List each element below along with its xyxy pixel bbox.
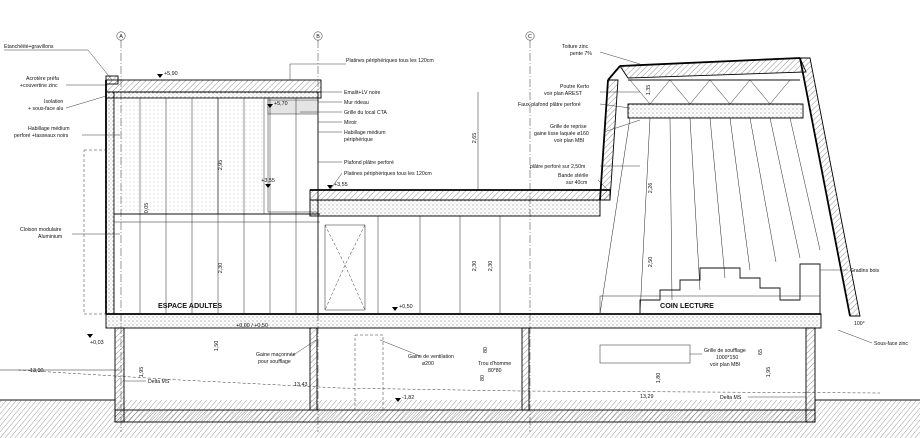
- annotation-habillage: Habillage médium: [28, 126, 70, 132]
- annotation-platines-top: Platines périphériques tous les 120cm: [346, 58, 434, 64]
- annotation-platre: plâtre perforé sur 2,50m: [530, 164, 585, 170]
- dimension-label: 1,95: [766, 367, 772, 378]
- ground: [0, 369, 920, 438]
- level-label: 13,29: [640, 394, 654, 400]
- annotation-grille-soufflage: 1000*150: [716, 355, 738, 361]
- annotation-acrotere: Acrotère préfa: [26, 76, 59, 82]
- annotation-gaine: Gaine maçonnée: [256, 352, 296, 358]
- annotation-cloison: Aluminium: [38, 234, 62, 240]
- annotation-poutre: Poutre Kerto: [560, 84, 589, 90]
- annotation-angle: 100°: [854, 321, 865, 327]
- dimension-label: 1,80: [656, 373, 662, 384]
- annotation-toiture: Toiture zinc: [562, 44, 589, 50]
- annotation-grille-soufflage: Grille de soufflage: [704, 348, 746, 354]
- annotation-habillage-center: Habillage médium: [344, 130, 386, 136]
- annotation-delta-ms-left: Delta MS: [148, 379, 170, 385]
- annotation-platines-mid: Platines périphériques tous les 120cm: [344, 171, 432, 177]
- annotation-habillage-center: périphérique: [344, 137, 373, 143]
- dimension-label: 2,30: [472, 261, 478, 272]
- dimensions: 2,95 2,30 0,05 2,65 2,30 2,30 2,26 2,50 …: [139, 85, 772, 384]
- dimension-label: 2,65: [472, 133, 478, 144]
- annotation-poutre: voir plan AREST: [544, 91, 583, 97]
- room-label-coin-lecture: COIN LECTURE: [660, 301, 714, 310]
- right-annotations: Toiture zinc pente 7% Poutre Kerto voir …: [518, 44, 908, 401]
- annotation-miroir: Miroir: [344, 120, 357, 126]
- axis-label-c: C: [528, 34, 532, 40]
- axis-marker: [116, 31, 126, 41]
- annotation-bande: sur 40cm: [566, 180, 587, 186]
- dimension-label: 2,30: [218, 263, 224, 274]
- level-label: +3,55: [261, 178, 275, 184]
- level-label: +5,90: [164, 71, 178, 77]
- annotation-emaillit: Emalit+LV noire: [344, 90, 380, 96]
- crawl-space: [114, 327, 816, 423]
- annotation-plafond: Plafond plâtre perforé: [344, 160, 394, 166]
- annotation-gradins: Gradins bois: [850, 268, 880, 274]
- annotation-isolation: + sous-face alu: [28, 106, 63, 112]
- center-annotations: Platines périphériques tous les 120cm Em…: [124, 58, 511, 385]
- annotation-mur-rideau: Mur rideau: [344, 100, 369, 106]
- dimension-label: 65: [758, 349, 764, 355]
- annotation-grille-reprise: Grille de reprise: [550, 124, 587, 130]
- annotation-trou-homme: Trou d'homme: [478, 361, 511, 367]
- dimension-label: 0,05: [144, 203, 150, 214]
- level-label: +0,00 / +0,50: [236, 323, 268, 329]
- level-label: +0,50: [399, 304, 413, 310]
- annotation-delta-ms-right: Delta MS: [720, 395, 742, 401]
- annotation-bande: Bande stérile: [558, 173, 588, 179]
- dimension-label: 1,35: [646, 85, 652, 96]
- annotation-gaine: pour soufflage: [258, 359, 291, 365]
- level-label: +0,03: [90, 340, 104, 346]
- axis-marker: [313, 31, 323, 41]
- level-label: +5,70: [274, 101, 288, 107]
- annotation-etancheite: Etanchéité+gravillons: [4, 44, 54, 50]
- annotation-faux-plafond: Faux-plafond plâtre perforé: [518, 102, 581, 108]
- level-label: 13,00: [30, 368, 44, 374]
- room-label-espace-adultes: ESPACE ADULTES: [158, 301, 222, 310]
- annotation-grille-soufflage: voir plan MBI: [710, 362, 740, 368]
- central-volume: [309, 189, 611, 314]
- level-label: 13,43: [294, 382, 308, 388]
- annotation-grille-reprise: voir plan MBI: [554, 138, 584, 144]
- axis-marker: [525, 31, 535, 41]
- dimension-label: 2,95: [218, 160, 224, 171]
- annotation-trou-homme: 80*80: [488, 368, 502, 374]
- dimension-label: 1,95: [139, 367, 145, 378]
- dimension-label: 80: [480, 375, 486, 381]
- level-markers: +5,90 +5,70 +3,55 +3,55 +0,50 +0,00 / +0…: [30, 71, 654, 402]
- annotation-toiture: pente 7%: [570, 51, 592, 57]
- annotation-acrotere: +couvertine zinc: [20, 83, 58, 89]
- dimension-label: 1,50: [214, 341, 220, 352]
- annotation-grille-cta: Grille du local CTA: [344, 110, 387, 116]
- level-label: +3,55: [334, 182, 348, 188]
- right-volume: [599, 57, 861, 317]
- annotation-cloison: Cloison modulaire: [20, 227, 62, 233]
- dimension-label: 2,26: [648, 183, 654, 194]
- annotation-ventilation: Gaine de ventilation: [408, 354, 454, 360]
- dimension-label: 2,50: [648, 257, 654, 268]
- left-annotations: Etanchéité+gravillons Acrotère préfa +co…: [4, 44, 120, 240]
- annotation-ventilation: ø200: [422, 361, 434, 367]
- annotation-habillage: perforé +tasseaux noirs: [14, 133, 69, 139]
- left-volume: [83, 75, 322, 315]
- axis-label-b: B: [316, 34, 320, 40]
- annotation-isolation: Isolation: [44, 99, 63, 105]
- dimension-label: 2,30: [488, 261, 494, 272]
- floor-slab: [105, 313, 822, 329]
- dimension-label: 80: [483, 347, 489, 353]
- annotation-grille-reprise: gaine lisse laquée ø160: [534, 131, 589, 137]
- axis-label-a: A: [119, 34, 123, 40]
- level-label: -1,82: [402, 395, 414, 401]
- annotation-sous-face: Sous-face zinc: [874, 341, 908, 347]
